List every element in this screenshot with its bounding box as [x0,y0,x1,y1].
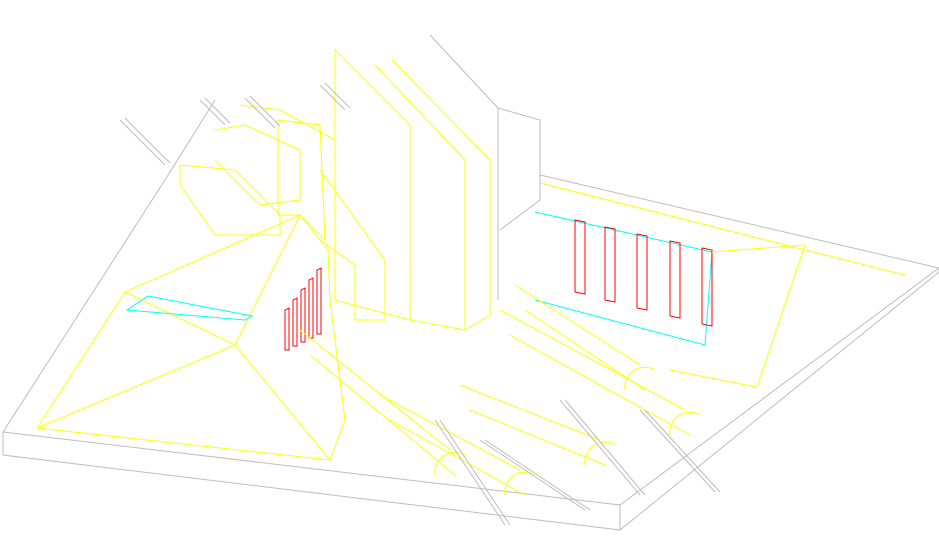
red-column [669,240,681,319]
pyramid-roof-ridge-1 [36,344,331,461]
barrel-vault-bottom [469,409,606,466]
pipe-rail [199,99,226,126]
pyramid-roof-outline [36,214,346,461]
red-column [316,267,322,335]
pyramid-skylight [125,295,254,321]
pipe-rail [249,95,281,127]
red-column [292,297,298,347]
red-column [308,277,314,339]
tall-fin-4 [429,34,499,300]
pipe-rail [119,119,166,166]
pipe-rail [434,419,506,526]
pipe-rail [204,97,231,124]
barrel-vault-bottom [389,419,526,496]
pipe-rail [484,439,591,511]
base-slab-back-right-edge [539,174,939,269]
red-column [284,307,290,351]
tall-fin-2 [374,64,466,331]
tall-fin-7 [319,169,386,321]
back-vault-1 [179,164,281,236]
red-column [701,247,713,327]
barrel-vault-top [299,329,451,451]
red-column [574,219,586,295]
barrel-vault-bottom [524,309,646,391]
pipe-rail [244,97,276,129]
barrel-vault-top [459,384,601,441]
back-vault-3 [239,104,336,160]
red-column [604,226,616,303]
pipe-rail [319,84,346,111]
barrel-vault-bottom [309,354,456,476]
barrel-vault-end-arc [669,411,701,436]
barrel-vault-end-arc [624,366,656,391]
tall-fin-5 [497,107,541,231]
tall-fin-3 [391,59,491,331]
base-slab-top-edge [2,99,216,433]
barrel-vault-end-arc [434,451,466,476]
pipe-rail [639,409,716,493]
pipe-rail [564,399,646,496]
red-column [300,287,306,343]
pipe-rail [324,82,351,109]
back-vault-2 [214,124,301,206]
barrel-vault-bottom [509,334,691,436]
red-column [636,233,648,311]
barrel-vault-end-arc [584,441,616,466]
pipe-rail [124,117,171,164]
barrel-vault-top [499,309,686,411]
pipe-rail [439,419,511,526]
base-slab-front-face [2,431,621,531]
tall-fin-6 [277,119,326,242]
barrel-vault-top [514,284,641,366]
pyramid-roof-ridge-2 [124,214,301,346]
base-slab-back-right-inner [539,182,906,276]
pipe-rail [479,439,586,511]
barrel-vault-top [379,394,521,471]
pipe-rail [559,399,641,496]
right-panel [669,244,806,388]
courtyard-glass [534,211,713,346]
base-slab-right-face [619,267,939,531]
pipe-rail [644,409,721,493]
